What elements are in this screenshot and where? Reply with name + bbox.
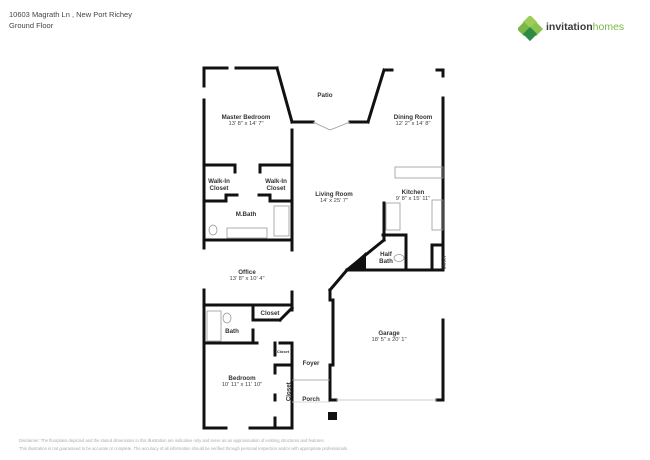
room-bath: Bath bbox=[225, 328, 239, 335]
invitation-homes-logo: invitationhomes bbox=[516, 14, 638, 42]
property-address: 10603 Magrath Ln , New Port Richey bbox=[9, 10, 132, 19]
logo-mark-icon bbox=[516, 14, 544, 42]
walls bbox=[202, 66, 445, 430]
room-closet-office: Closet bbox=[260, 310, 280, 317]
porch-column bbox=[328, 412, 337, 420]
room-closet-bedroom: Closet bbox=[285, 382, 293, 402]
room-closet-kitchen: Closet bbox=[441, 255, 447, 270]
room-foyer: Foyer bbox=[302, 360, 320, 367]
room-m-bath: M.Bath bbox=[235, 211, 257, 218]
disclaimer-line-1: Disclaimer: The floorplans depicted and … bbox=[19, 438, 325, 443]
logo-wordmark: invitationhomes bbox=[546, 21, 625, 33]
disclaimer-line-2: This illustration is not guaranteed to b… bbox=[19, 446, 349, 451]
fixtures bbox=[206, 121, 444, 403]
room-half-bath: Half Bath bbox=[379, 251, 393, 266]
floor-label: Ground Floor bbox=[9, 21, 54, 30]
room-closet-hall: Closet bbox=[276, 349, 290, 354]
room-walk-in-closet-left: Walk-In Closet bbox=[208, 178, 230, 193]
room-walk-in-closet-right: Walk-In Closet bbox=[265, 178, 287, 193]
room-patio: Patio bbox=[317, 92, 333, 99]
chase-fill bbox=[346, 252, 366, 270]
room-porch: Porch bbox=[302, 396, 320, 403]
